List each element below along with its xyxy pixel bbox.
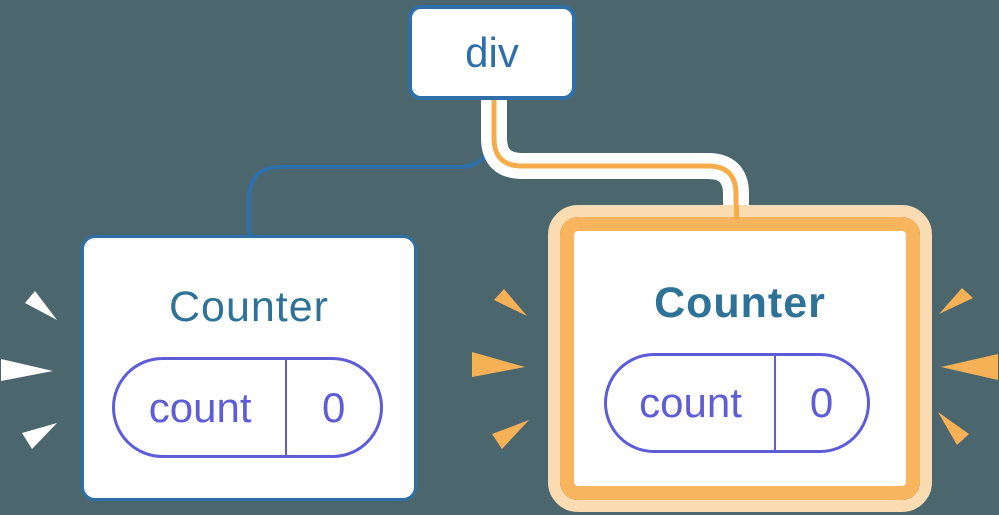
sparkle-wedge-icon (494, 289, 527, 316)
sparkle-wedge-icon (22, 423, 57, 449)
state-value-label: 0 (809, 379, 834, 426)
node-div-label: div (465, 28, 519, 76)
sparkle-wedge-icon (492, 420, 529, 449)
node-counter-right-highlight-ring: Counter count 0 (548, 205, 932, 512)
sparkle-wedge-icon (938, 412, 969, 445)
state-value: 0 (776, 356, 867, 450)
counter-title: Counter (169, 283, 329, 331)
state-pill: count 0 (112, 357, 383, 458)
edge-to-right-counter (491, 88, 739, 209)
state-key-label: count (639, 379, 742, 426)
sparkle-wedge-icon (25, 291, 57, 320)
sparkle-wedge-icon (939, 288, 973, 314)
node-counter-right: Counter count 0 (560, 217, 920, 500)
counter-title: Counter (654, 279, 826, 327)
sparkle-wedge-icon (1, 359, 53, 381)
node-div: div (408, 5, 576, 100)
state-key-label: count (148, 383, 252, 431)
node-counter-left: Counter count 0 (81, 235, 417, 501)
state-key: count (115, 360, 288, 455)
edge-terminal-tick (734, 205, 739, 219)
sparkle-burst-left (1, 291, 57, 449)
state-key: count (607, 356, 776, 450)
sparkle-wedge-icon (472, 352, 525, 377)
sparkle-burst-right (938, 288, 998, 445)
edge-to-right-counter-outline (481, 88, 749, 209)
sparkle-wedge-icon (941, 354, 998, 380)
state-pill: count 0 (604, 353, 870, 453)
state-value: 0 (287, 360, 380, 455)
edge-to-left-counter (247, 88, 492, 238)
sparkle-burst-middle (472, 289, 529, 449)
state-value-label: 0 (321, 383, 346, 431)
